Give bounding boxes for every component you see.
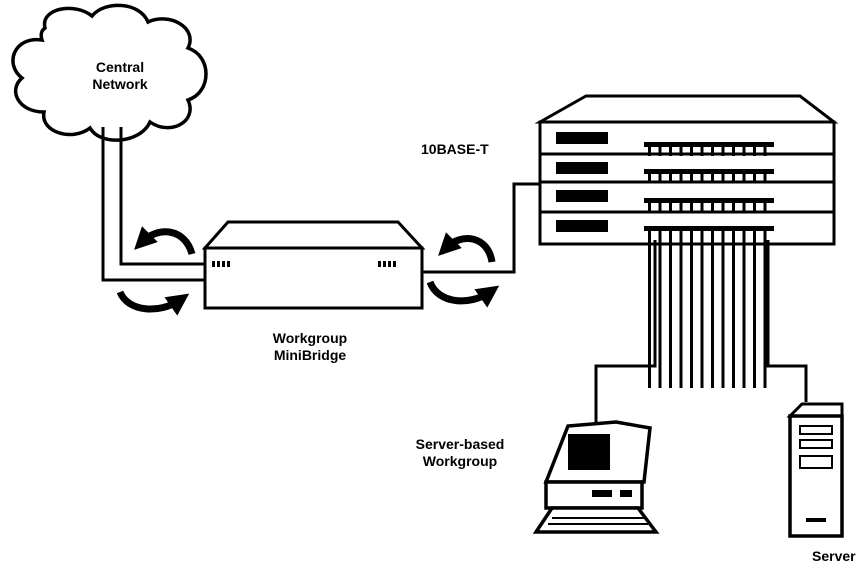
cloud-bridge-link [119, 127, 205, 266]
port-connector [721, 226, 725, 240]
port-connector [669, 198, 672, 212]
arrow-icon [134, 226, 196, 256]
port-connector [669, 226, 672, 240]
hub-computer-link [594, 240, 657, 426]
port-connector [711, 169, 714, 183]
port-connector [679, 198, 683, 212]
port-connector [658, 198, 662, 212]
port-connector [700, 169, 704, 183]
port-connector [742, 226, 746, 240]
port-connector [732, 226, 735, 240]
port-connector [763, 169, 767, 183]
port-connector [679, 169, 683, 183]
port-connector [753, 226, 756, 240]
workgroup-label-line1: Server-based [415, 436, 505, 452]
port-connector [763, 142, 767, 156]
port-connector [690, 142, 693, 156]
port-connector [648, 226, 651, 240]
workgroup-label-line2: Workgroup [422, 453, 498, 469]
port-connector [700, 198, 704, 212]
port-connector [721, 169, 725, 183]
port-connector [742, 169, 746, 183]
port-connector [669, 142, 672, 156]
port-connector [690, 226, 693, 240]
port-connector [711, 198, 714, 212]
arrow-icon [116, 290, 190, 316]
port-connector [679, 226, 683, 240]
port-connector [658, 226, 662, 240]
bridge-label-line1: Workgroup [272, 330, 348, 346]
arrow-icon [438, 232, 496, 263]
bridge-label-line2: MiniBridge [273, 347, 347, 363]
port-connector [721, 198, 725, 212]
hub-label: 10BASE-T [421, 141, 489, 157]
port-row [644, 142, 774, 147]
server-tower-icon [786, 402, 844, 538]
bridge-icon [201, 220, 426, 310]
cloud-bridge-link [101, 127, 205, 282]
port-connector [753, 142, 756, 156]
port-connector [679, 142, 683, 156]
port-connector [753, 198, 756, 212]
port-row [644, 198, 774, 203]
hub-port-cables [648, 240, 767, 388]
bridge-hub-link [422, 182, 540, 274]
arrow-icon [426, 280, 500, 308]
port-connector [732, 169, 735, 183]
cloud-icon [11, 3, 208, 142]
port-connector [753, 169, 756, 183]
computer-icon [532, 420, 660, 534]
cloud-label-line1: Central [95, 59, 145, 75]
port-connector [658, 142, 662, 156]
port-connector [742, 142, 746, 156]
port-row [644, 169, 774, 174]
port-connector [763, 226, 767, 240]
port-connector [690, 198, 693, 212]
port-connector [732, 142, 735, 156]
port-connector [658, 169, 662, 183]
server-label: Server [812, 548, 856, 564]
port-connector [648, 142, 651, 156]
hub-stack-icon [534, 94, 839, 246]
port-connector [648, 198, 651, 212]
cloud-label-line2: Network [92, 76, 148, 92]
port-connector [700, 226, 704, 240]
port-connector [763, 198, 767, 212]
port-row [644, 226, 774, 231]
port-connector [711, 142, 714, 156]
port-connector [700, 142, 704, 156]
port-connector [732, 198, 735, 212]
port-connector [721, 142, 725, 156]
port-connector [669, 169, 672, 183]
port-connector [742, 198, 746, 212]
port-connector [690, 169, 693, 183]
port-connector [711, 226, 714, 240]
hub-server-link [766, 240, 808, 402]
port-connector [648, 169, 651, 183]
